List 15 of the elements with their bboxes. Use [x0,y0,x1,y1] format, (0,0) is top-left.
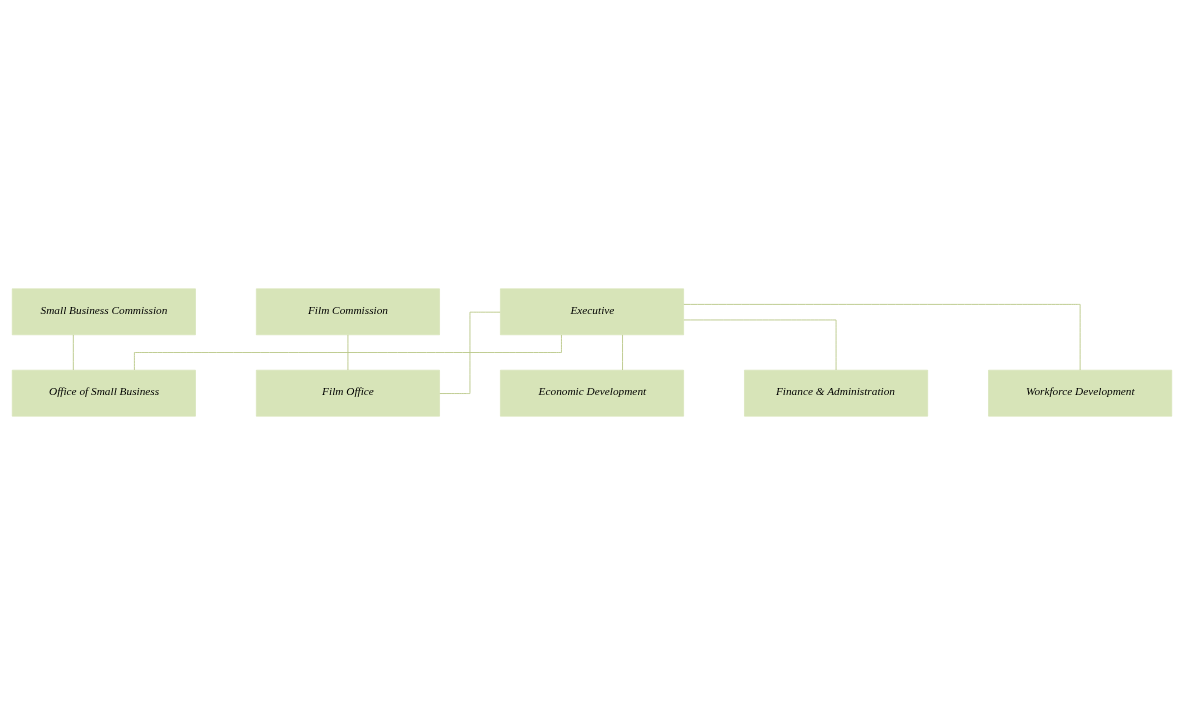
node-box: Economic Development [500,369,684,417]
node-box: Executive [500,287,684,335]
connector [622,334,623,370]
node-box: Film Commission [255,287,440,335]
connector [683,319,837,370]
connector [439,311,501,394]
node-box: Office of Small Business [11,369,196,417]
connector [683,303,1081,370]
connector [133,334,562,370]
node-box: Film Office [255,369,440,417]
node-box: Small Business Commission [11,287,196,335]
connector [72,334,74,370]
connector [347,334,349,370]
node-box: Finance & Administration [744,369,929,417]
node-box: Workforce Development [988,369,1173,417]
